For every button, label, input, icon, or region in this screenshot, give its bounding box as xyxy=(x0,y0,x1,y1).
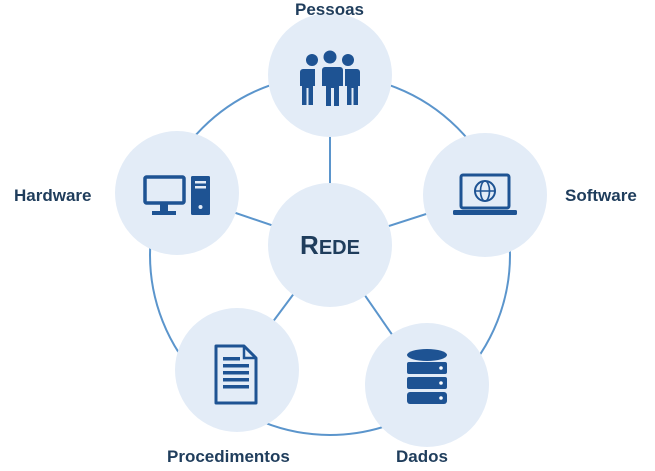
people-icon xyxy=(300,50,360,106)
database-icon xyxy=(407,349,447,404)
center-label: REDE xyxy=(300,230,360,260)
node-label-hardware: Hardware xyxy=(14,186,92,205)
node-label-procedimentos: Procedimentos xyxy=(167,447,290,466)
node-circle-software xyxy=(423,133,547,257)
laptop-globe-icon xyxy=(453,173,517,215)
node-label-software: Software xyxy=(565,186,637,205)
node-circle-hardware xyxy=(115,131,239,255)
center-circle xyxy=(268,183,392,307)
desktop-computer-icon xyxy=(143,175,210,215)
node-label-dados: Dados xyxy=(396,447,448,466)
document-icon xyxy=(214,344,258,405)
node-label-pessoas: Pessoas xyxy=(295,0,364,19)
node-circle-procedimentos xyxy=(175,308,299,432)
